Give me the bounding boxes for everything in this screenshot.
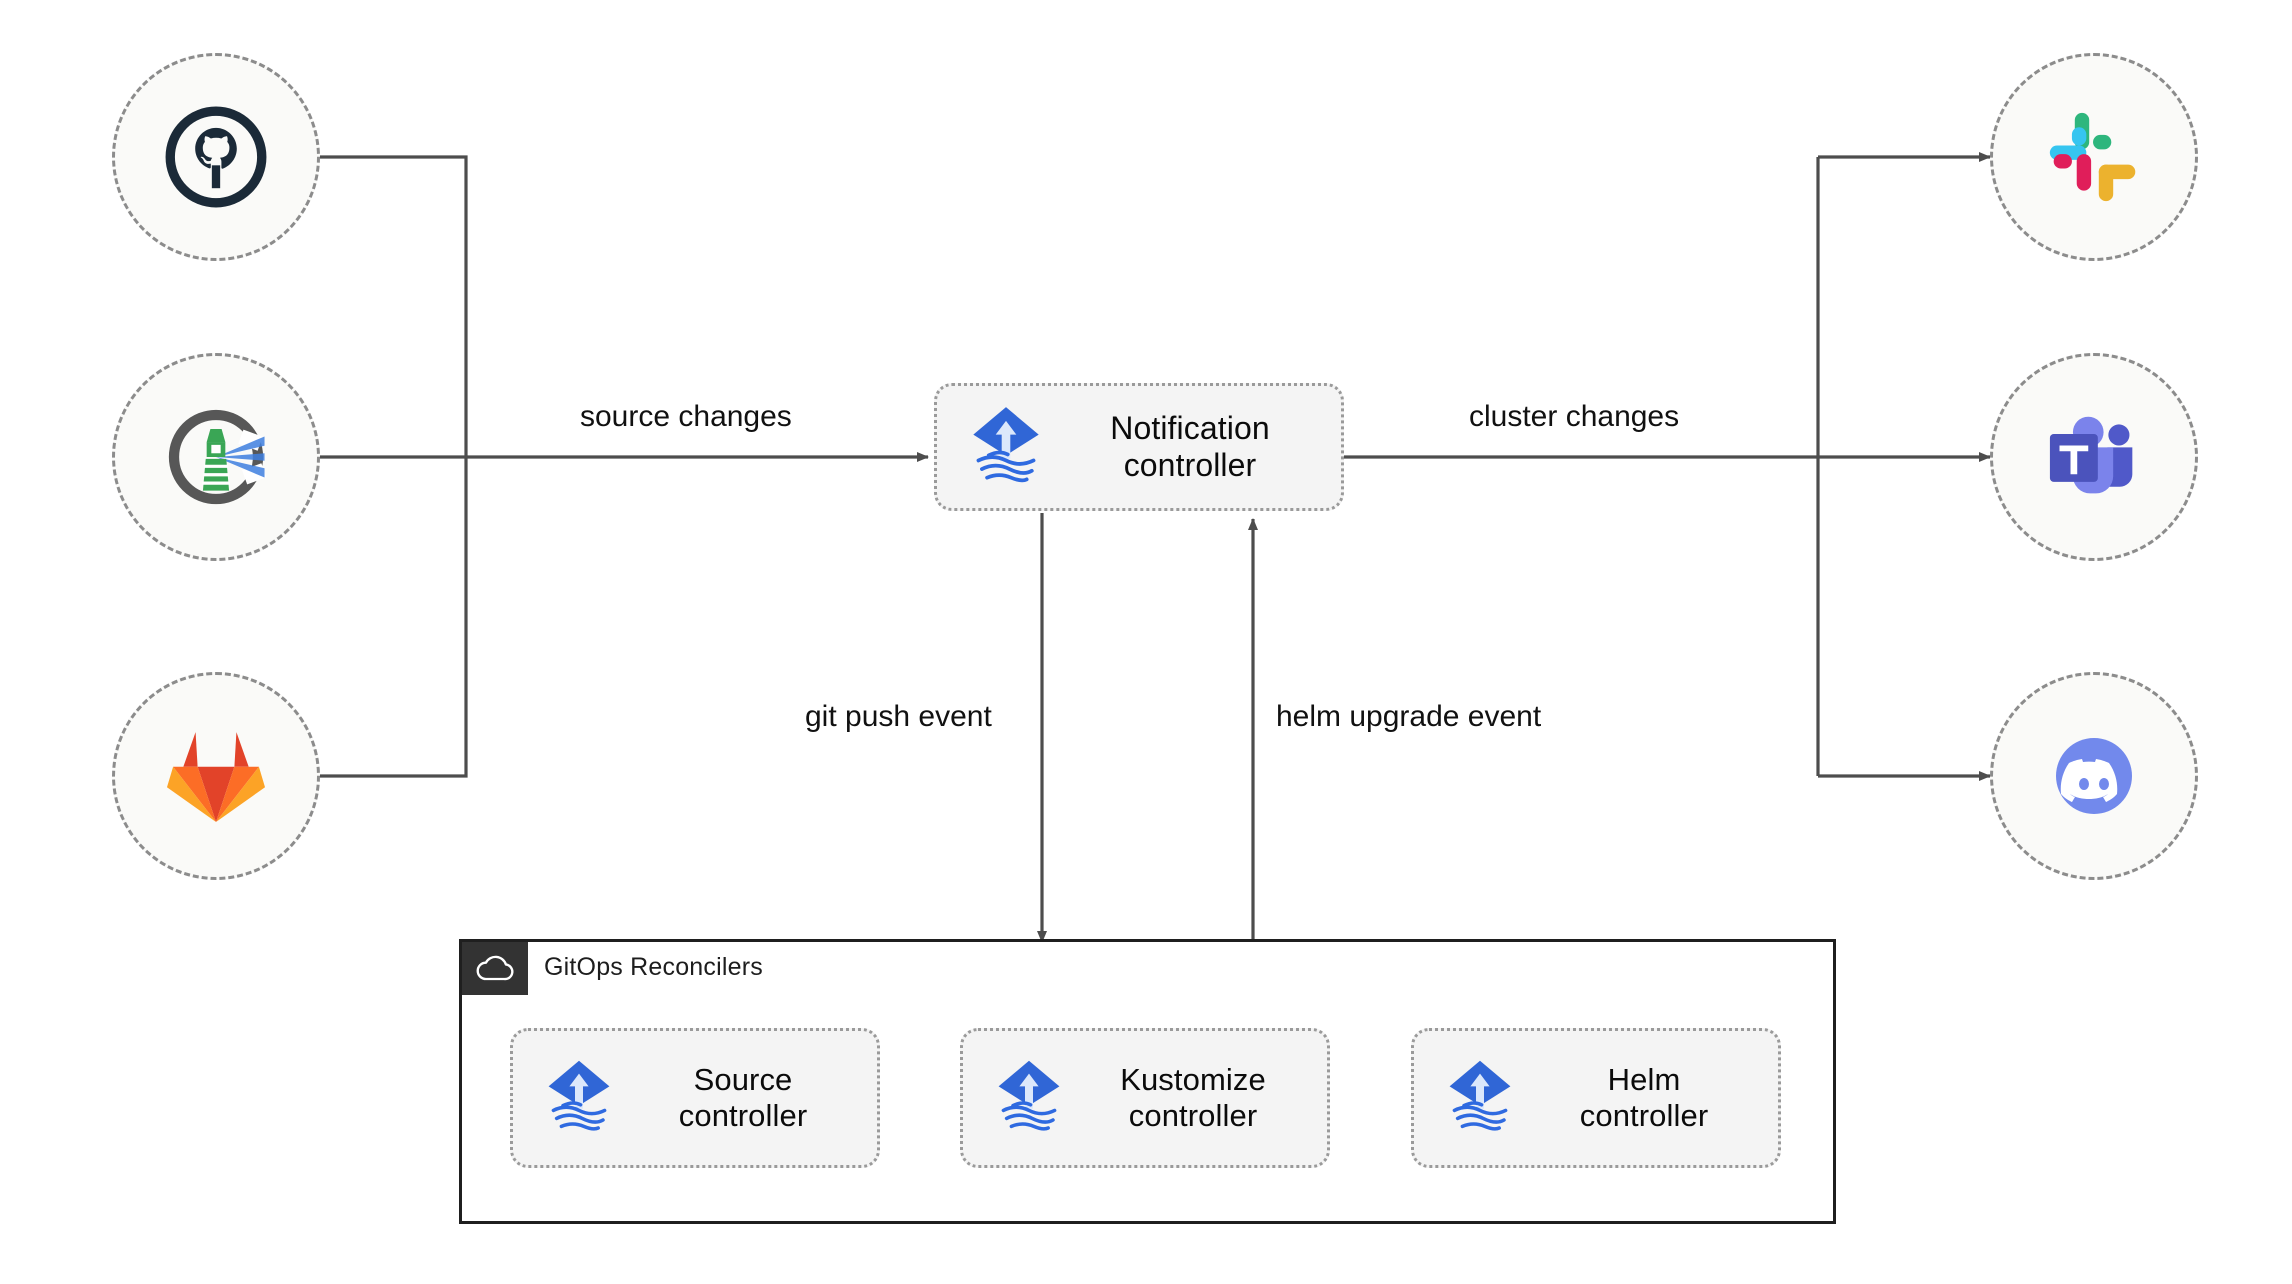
gitlab-icon [164, 728, 268, 824]
source-controller-box[interactable]: Source controller [510, 1028, 880, 1168]
lighthouse-icon [160, 401, 272, 513]
edge-label-cluster-changes: cluster changes [1469, 400, 1680, 433]
microsoft-teams-icon [2044, 411, 2144, 503]
notification-controller-label: Notification controller [1110, 409, 1270, 483]
github-icon [164, 105, 268, 209]
edge-label-source-changes: source changes [580, 400, 792, 433]
notification-controller-box[interactable]: Notification controller [934, 383, 1344, 511]
source-node-lighthouse[interactable] [112, 353, 320, 561]
flux-icon [539, 1056, 619, 1141]
flux-icon [963, 402, 1049, 493]
discord-icon [2044, 726, 2144, 826]
flux-icon [989, 1056, 1069, 1141]
helm-controller-label: Helm controller [1579, 1061, 1709, 1133]
cloud-icon [462, 942, 528, 995]
source-controller-label: Source controller [678, 1061, 808, 1133]
source-node-github[interactable] [112, 53, 320, 261]
left-bus [320, 155, 468, 778]
slack-icon [2046, 109, 2142, 205]
destination-node-teams[interactable] [1990, 353, 2198, 561]
kustomize-controller-label: Kustomize controller [1120, 1061, 1266, 1133]
edge-label-git-push-event: git push event [805, 700, 992, 733]
kustomize-controller-box[interactable]: Kustomize controller [960, 1028, 1330, 1168]
source-node-gitlab[interactable] [112, 672, 320, 880]
flux-icon [1440, 1056, 1520, 1141]
edge-label-helm-upgrade-event: helm upgrade event [1276, 700, 1542, 733]
destination-node-slack[interactable] [1990, 53, 2198, 261]
destination-node-discord[interactable] [1990, 672, 2198, 880]
helm-controller-box[interactable]: Helm controller [1411, 1028, 1781, 1168]
gitops-panel-title: GitOps Reconcilers [544, 953, 763, 981]
